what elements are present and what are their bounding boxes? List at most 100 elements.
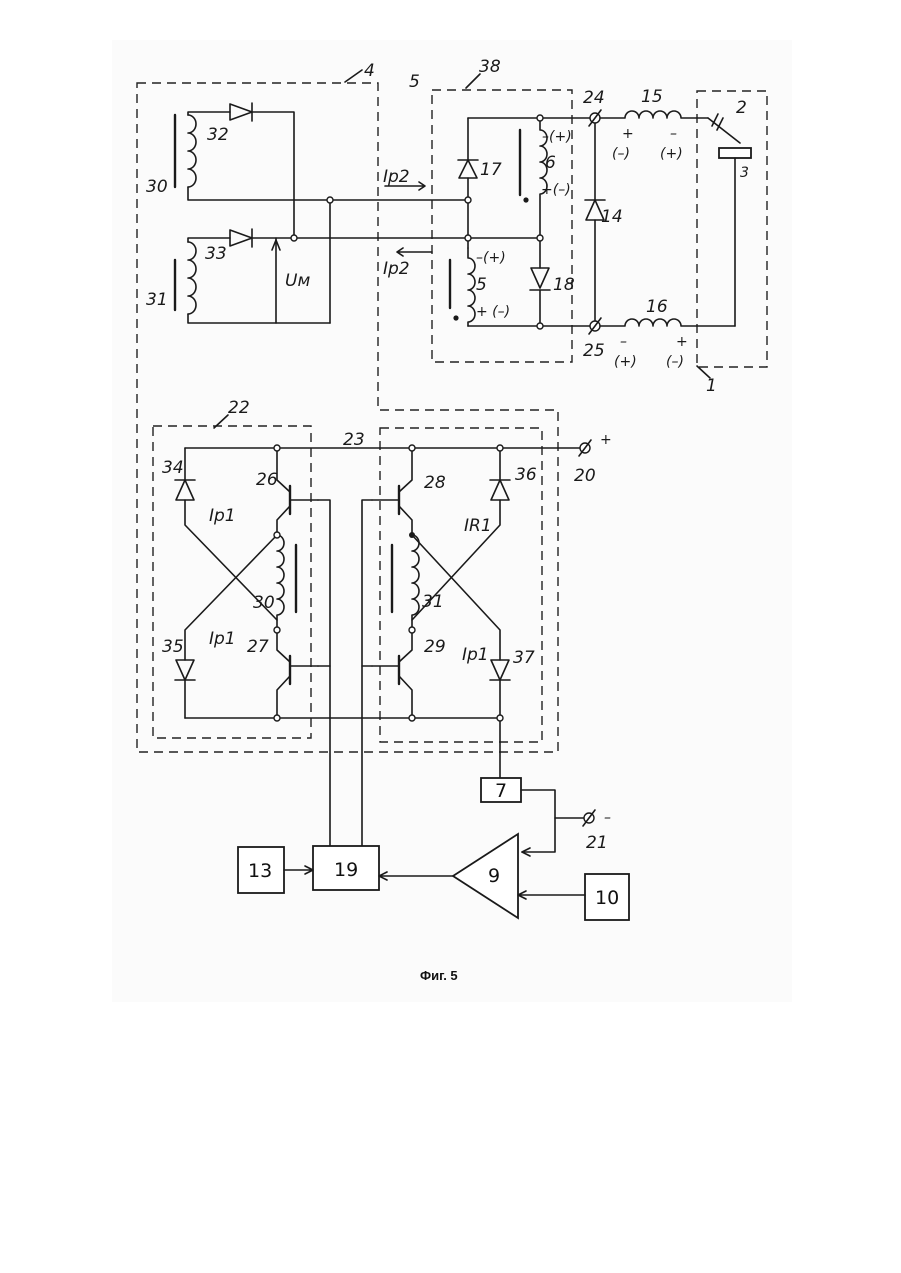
- label-t21: 21: [586, 833, 608, 853]
- label-d14: 14: [601, 207, 623, 227]
- wire-9-19: [379, 872, 453, 880]
- node-540-238: [537, 235, 543, 241]
- node-500-448: [497, 445, 503, 451]
- label-l16-left-a: –: [620, 334, 627, 350]
- label-w6: 6: [545, 153, 556, 173]
- label-block-7: 7: [495, 780, 507, 802]
- label-d37: 37: [513, 648, 535, 668]
- label-t20: 20: [574, 466, 596, 486]
- node-277-535: [274, 532, 280, 538]
- leader-module-38: [466, 74, 480, 88]
- block-9-amplifier: [453, 834, 518, 918]
- label-t25: 25: [583, 341, 605, 361]
- label-block-19: 19: [334, 859, 358, 881]
- label-t20-sign: +: [600, 432, 612, 448]
- switch-2: [708, 114, 740, 143]
- label-w6-bottom: +(–): [541, 182, 571, 198]
- winding-30-primary: [277, 535, 296, 630]
- label-t26: 26: [256, 470, 278, 490]
- label-d18: 18: [553, 275, 575, 295]
- label-d33: 33: [205, 244, 227, 264]
- label-block-9: 9: [488, 865, 500, 887]
- label-sw2: 2: [736, 98, 747, 118]
- leader-module-1: [697, 366, 710, 378]
- diode-35: [175, 535, 277, 718]
- label-t28: 28: [424, 473, 446, 493]
- label-d35: 35: [162, 637, 184, 657]
- module-4-outline: [137, 83, 558, 752]
- label-l15-left-b: (–): [612, 146, 630, 162]
- label-ip1-c: Iр1: [462, 645, 489, 665]
- label-l15-left-a: +: [622, 126, 634, 142]
- wire-31-top: [188, 238, 230, 242]
- choke-15: [600, 111, 708, 118]
- wire-13-19: [284, 866, 313, 874]
- node-468-238: [465, 235, 471, 241]
- leader-module-4: [345, 70, 362, 82]
- label-block-10: 10: [595, 887, 619, 909]
- figure-caption: Фиг. 5: [420, 968, 458, 983]
- node-412-630: [409, 627, 415, 633]
- wire-31-bottom: [188, 314, 330, 323]
- wire-7-to-21: [521, 790, 584, 818]
- diode-18: [530, 240, 550, 326]
- node-277-448: [274, 445, 280, 451]
- label-w31a: 31: [146, 290, 168, 310]
- label-l16: 16: [646, 297, 668, 317]
- label-ip2-top: Iр2: [383, 167, 410, 187]
- label-d36: 36: [515, 465, 537, 485]
- label-l15-right-a: –: [670, 126, 677, 142]
- wire-10-9: [518, 891, 585, 899]
- transistor-26: [277, 448, 318, 535]
- winding-30-secondary: [175, 115, 196, 187]
- label-load3: 3: [740, 165, 749, 181]
- terminal-20: [579, 440, 591, 456]
- label-l16-left-b: (+): [614, 354, 637, 370]
- label-d17: 17: [480, 160, 502, 180]
- label-module-38: 38: [479, 57, 501, 77]
- label-w5-top: –(+): [476, 250, 506, 266]
- terminal-21: [583, 810, 595, 826]
- label-t21-sign: –: [604, 810, 611, 826]
- label-w6-top: –(+): [542, 129, 572, 145]
- node-500-718: [497, 715, 503, 721]
- choke-16: [600, 319, 735, 326]
- node-330-200: [327, 197, 333, 203]
- label-module-23: 23: [343, 430, 365, 450]
- label-ir1: IR1: [464, 516, 492, 536]
- label-l15: 15: [641, 87, 663, 107]
- label-l16-right-a: +: [676, 334, 688, 350]
- label-module-22: 22: [228, 398, 250, 418]
- winding-31-secondary: [175, 242, 196, 314]
- node-277-718: [274, 715, 280, 721]
- node-540-326: [537, 323, 543, 329]
- node-540-118: [537, 115, 543, 121]
- label-module-4: 4: [364, 61, 375, 81]
- label-w31b: 31: [422, 592, 444, 612]
- label-module-1: 1: [706, 376, 717, 396]
- diode-32: [230, 103, 294, 238]
- label-ip1-a: Iр1: [209, 506, 236, 526]
- label-t29: 29: [424, 637, 446, 657]
- transistor-28: [372, 448, 412, 535]
- label-w30b: 30: [253, 593, 275, 613]
- label-l16-right-b: (–): [666, 354, 684, 370]
- node-277-630: [274, 627, 280, 633]
- label-w5: 5: [476, 275, 487, 295]
- label-ip2-bottom: Iр2: [383, 259, 410, 279]
- label-t27: 27: [247, 637, 269, 657]
- label-w5-bottom: + (–): [476, 304, 510, 320]
- node-412-448: [409, 445, 415, 451]
- wire-19-right: [362, 500, 372, 846]
- wire-21-to-9: [522, 818, 555, 852]
- wire-19-left: [318, 500, 330, 846]
- label-l15-right-b: (+): [660, 146, 683, 162]
- diode-17: [458, 160, 478, 178]
- label-module-5: 5: [409, 72, 420, 92]
- label-w30a: 30: [146, 177, 168, 197]
- label-t24: 24: [583, 88, 605, 108]
- wire-30-top: [188, 112, 230, 115]
- node-294-238: [291, 235, 297, 241]
